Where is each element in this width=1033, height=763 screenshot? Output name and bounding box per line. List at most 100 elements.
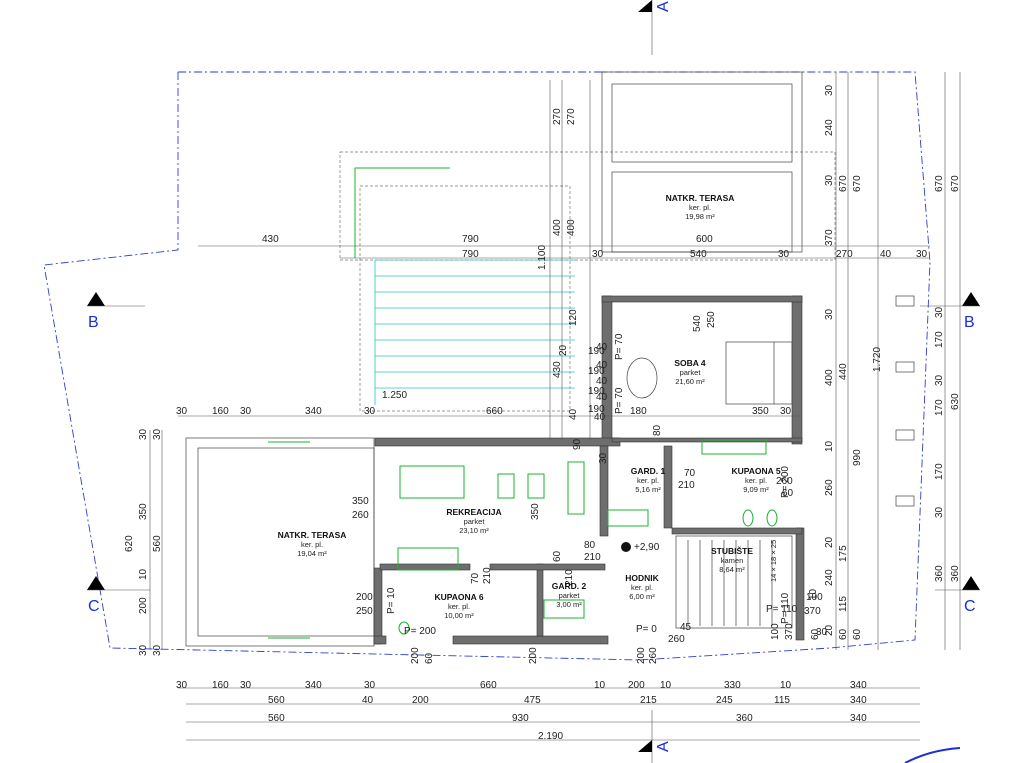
room-kupaona6: KUPAONA 6 ker. pl. 10,00 m² [434, 592, 483, 620]
svg-text:10: 10 [824, 440, 835, 452]
svg-text:560: 560 [152, 535, 163, 552]
svg-text:ker. pl.: ker. pl. [745, 476, 767, 485]
wall-kupaona6-bottom [373, 635, 387, 645]
svg-text:A: A [655, 741, 672, 752]
svg-text:190: 190 [588, 366, 605, 377]
top-terrace-inner [611, 83, 793, 163]
svg-text:30: 30 [778, 249, 790, 260]
svg-text:200: 200 [628, 680, 645, 691]
svg-text:ker. pl.: ker. pl. [689, 203, 711, 212]
wall-hodnik-right [663, 445, 673, 529]
svg-text:200: 200 [138, 597, 149, 614]
svg-text:B: B [964, 314, 975, 331]
svg-text:30: 30 [364, 680, 376, 691]
svg-text:30: 30 [780, 406, 792, 417]
svg-text:NATKR. TERASA: NATKR. TERASA [278, 530, 347, 540]
svg-text:30: 30 [934, 506, 945, 518]
svg-text:170: 170 [934, 331, 945, 348]
svg-text:P= 200: P= 200 [404, 626, 436, 637]
svg-text:60: 60 [852, 628, 863, 640]
wall-main-left [373, 567, 383, 645]
svg-text:115: 115 [774, 695, 790, 706]
svg-text:270: 270 [552, 108, 563, 125]
wardrobe-2 [543, 599, 585, 619]
svg-text:370: 370 [824, 229, 835, 246]
svg-text:40: 40 [880, 249, 892, 260]
svg-text:370: 370 [804, 606, 821, 617]
svg-text:SOBA 4: SOBA 4 [674, 358, 706, 368]
svg-text:KUPAONA 6: KUPAONA 6 [434, 592, 483, 602]
svg-text:340: 340 [850, 695, 867, 706]
svg-text:60: 60 [838, 628, 849, 640]
window-r2 [895, 361, 915, 373]
bed [725, 341, 793, 405]
svg-text:100: 100 [806, 592, 823, 603]
svg-text:80: 80 [652, 424, 663, 436]
svg-text:30: 30 [824, 84, 835, 96]
svg-text:330: 330 [724, 680, 741, 691]
left-terrace-frame [185, 437, 375, 647]
wall-gard2-top [489, 563, 606, 571]
svg-text:NATKR. TERASA: NATKR. TERASA [666, 193, 735, 203]
svg-text:30: 30 [240, 406, 252, 417]
wall-main-top [374, 437, 621, 447]
svg-text:360: 360 [736, 713, 753, 724]
svg-text:210: 210 [584, 552, 601, 563]
svg-text:200: 200 [410, 647, 421, 664]
svg-text:30: 30 [934, 374, 945, 386]
svg-text:540: 540 [692, 315, 703, 332]
wall-mid-h [671, 527, 803, 535]
svg-text:245: 245 [716, 695, 733, 706]
svg-text:190: 190 [588, 346, 605, 357]
svg-text:260: 260 [648, 647, 659, 664]
svg-text:40: 40 [596, 342, 608, 353]
svg-text:8,64 m²: 8,64 m² [719, 565, 745, 574]
svg-text:175: 175 [838, 545, 849, 562]
svg-text:1.250: 1.250 [382, 390, 407, 401]
svg-text:200: 200 [636, 647, 647, 664]
section-marker-a-bottom: A [638, 710, 672, 763]
svg-text:20: 20 [558, 344, 569, 356]
railing-green [354, 167, 450, 258]
svg-text:HODNIK: HODNIK [625, 573, 659, 583]
wall-main-right [795, 527, 805, 641]
svg-text:10: 10 [594, 680, 606, 691]
vanity-6 [397, 547, 459, 571]
svg-text:30: 30 [934, 306, 945, 318]
section-marker-c-right: C [935, 576, 980, 615]
section-marker-b-left: B [87, 292, 145, 331]
section-marker-c-left: C [87, 576, 150, 615]
svg-text:GARD. 2: GARD. 2 [552, 581, 587, 591]
svg-text:790: 790 [462, 249, 479, 260]
svg-text:10: 10 [780, 680, 792, 691]
svg-text:ker. pl.: ker. pl. [301, 540, 323, 549]
svg-text:215: 215 [640, 695, 657, 706]
svg-text:670: 670 [934, 175, 945, 192]
svg-text:400: 400 [566, 219, 577, 236]
svg-text:30: 30 [916, 249, 928, 260]
svg-text:190: 190 [588, 404, 605, 415]
svg-text:200: 200 [356, 592, 373, 603]
svg-text:260: 260 [824, 479, 835, 496]
svg-text:370: 370 [784, 623, 795, 640]
window-r3 [895, 429, 915, 441]
svg-text:30: 30 [598, 452, 609, 464]
svg-text:160: 160 [212, 680, 229, 691]
svg-text:350: 350 [138, 503, 149, 520]
svg-text:100: 100 [770, 623, 781, 640]
dimension-lines [149, 72, 961, 741]
svg-text:790: 790 [462, 234, 479, 245]
svg-text:630: 630 [950, 393, 961, 410]
svg-text:21,60 m²: 21,60 m² [675, 377, 705, 386]
svg-text:ker. pl.: ker. pl. [637, 476, 659, 485]
svg-text:190: 190 [588, 386, 605, 397]
section-marker-b-right: B [920, 292, 980, 331]
svg-text:180: 180 [630, 406, 647, 417]
window-r4 [895, 495, 915, 507]
wc-5 [742, 509, 754, 527]
svg-text:260: 260 [776, 476, 793, 487]
svg-text:600: 600 [696, 234, 713, 245]
top-terrace-natkr [611, 171, 793, 253]
svg-text:parket: parket [559, 591, 581, 600]
svg-text:19,04 m²: 19,04 m² [297, 549, 327, 558]
